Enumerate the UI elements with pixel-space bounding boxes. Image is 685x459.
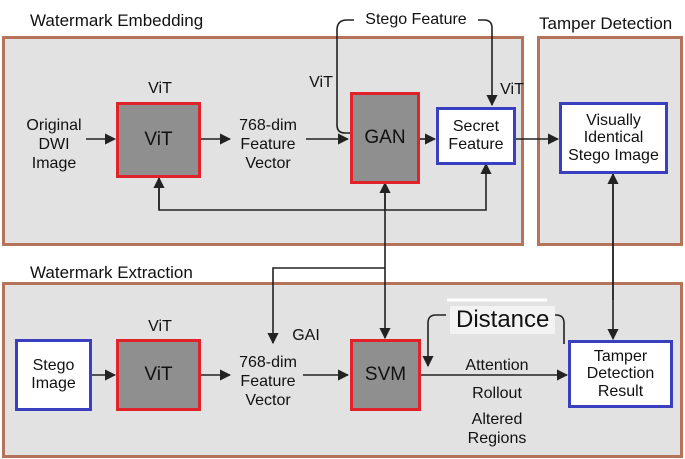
distance-loop-right: [549, 314, 565, 344]
attention-label: Attention: [465, 357, 529, 374]
altered-regions-label: Altered Regions: [452, 411, 542, 449]
stego-feature-label: Stego Feature: [365, 11, 467, 28]
feature-line-2: Feature: [240, 372, 296, 390]
altered-line: Altered: [471, 411, 523, 428]
dim-line: 768-dim: [239, 117, 297, 134]
rollout-label: Rollout: [472, 385, 522, 402]
regions-line: Regions: [467, 429, 527, 447]
vit-decoder-box[interactable]: ViT: [116, 339, 201, 411]
detection-title: Tamper Detection: [539, 14, 673, 33]
stego-image-line: Stego Image: [568, 146, 659, 164]
vit-above-label: ViT: [148, 80, 172, 97]
distance-loop-left: [422, 314, 446, 368]
image-line-2: Image: [31, 375, 76, 392]
identical-line: Identical: [583, 129, 644, 147]
dim-line-2: 768-dim: [239, 354, 297, 371]
visually-line: Visually: [586, 111, 641, 129]
svm-box[interactable]: SVM: [350, 339, 421, 411]
detection-line: Detection: [586, 365, 655, 383]
vit-right-label: ViT: [500, 81, 524, 98]
image-line: Image: [31, 154, 77, 172]
vit-left-of-gan-label: ViT: [309, 74, 333, 91]
original-line: Original: [26, 117, 82, 134]
stego-feature-arrow: [478, 19, 498, 107]
feature-vector-label-2: 768-dim Feature Vector: [228, 354, 308, 411]
feature-line-secret: Feature: [448, 136, 504, 153]
gai-label: GAI: [292, 327, 320, 344]
vector-line: Vector: [245, 154, 291, 172]
extraction-title: Watermark Extraction: [30, 263, 193, 282]
vit-above-label-2: ViT: [148, 318, 172, 335]
vector-line-2: Vector: [245, 391, 291, 409]
tamper-line: Tamper: [593, 347, 648, 365]
gan-box[interactable]: GAN: [350, 92, 420, 184]
feature-vector-label: 768-dim Feature Vector: [228, 117, 308, 174]
original-dwi-label: Original DWI Image: [18, 117, 90, 174]
stego-line: Stego: [32, 357, 75, 375]
vit-encoder-box[interactable]: ViT: [116, 102, 201, 178]
embedding-title: Watermark Embedding: [30, 11, 204, 30]
result-line: Result: [597, 382, 644, 400]
feedback-loop: [158, 162, 492, 211]
feature-line: Feature: [240, 135, 296, 153]
stego-image-input-box[interactable]: Stego Image: [15, 339, 92, 411]
secret-feature-box[interactable]: Secret Feature: [436, 107, 516, 165]
stego-image-output-box[interactable]: Visually Identical Stego Image: [559, 102, 668, 174]
tamper-result-box[interactable]: Tamper Detection Result: [568, 340, 673, 408]
branch-to-feature: [267, 267, 385, 345]
stego-feature-loop: [336, 19, 354, 134]
distance-label: Distance: [450, 306, 556, 334]
secret-line: Secret: [452, 118, 500, 136]
dwi-line: DWI: [38, 135, 70, 153]
